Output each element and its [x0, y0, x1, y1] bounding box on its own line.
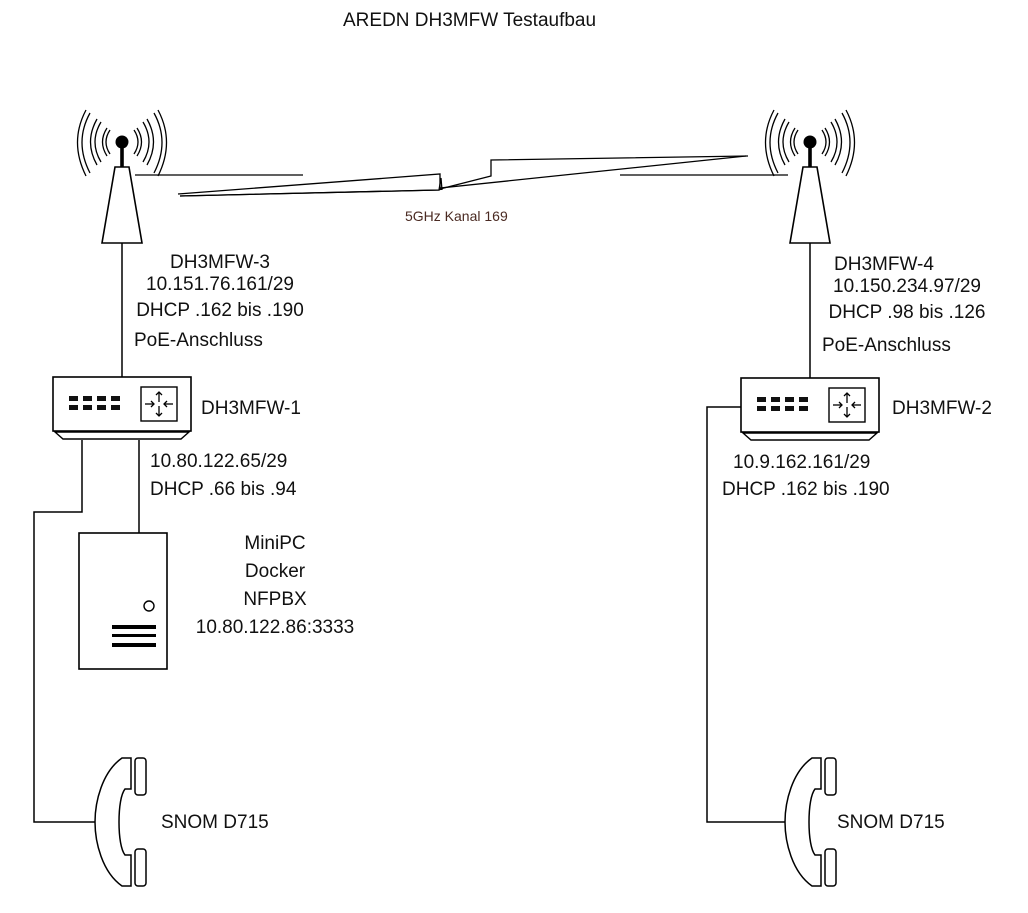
- server-line-3: NFPBX: [243, 589, 307, 610]
- connection-lines: [33, 243, 811, 823]
- ap-left-poe: PoE-Anschluss: [134, 330, 263, 351]
- wireless-link-bolt: [135, 155, 788, 197]
- ap-right-dhcp: DHCP .98 bis .126: [828, 302, 986, 323]
- diagram-title: AREDN DH3MFW Testaufbau: [343, 10, 597, 31]
- wireless-tower-icon: [76, 109, 168, 244]
- ap-left-name: DH3MFW-3: [170, 252, 270, 273]
- router-left-name: DH3MFW-1: [201, 398, 301, 419]
- router-left-dhcp: DHCP .66 bis .94: [150, 479, 297, 500]
- wireless-tower-icon: [764, 109, 856, 244]
- ap-right-name: DH3MFW-4: [834, 254, 934, 275]
- server-line-2: Docker: [244, 561, 306, 582]
- router-right-name: DH3MFW-2: [892, 398, 992, 419]
- router-right-ip: 10.9.162.161/29: [733, 452, 871, 473]
- server-line-1: MiniPC: [244, 533, 306, 554]
- server-labels: MiniPC Docker NFPBX 10.80.122.86:3333: [175, 533, 375, 645]
- telephone-handset-icon: [94, 757, 147, 887]
- router-switch-icon: [52, 376, 192, 440]
- phone-left-name: SNOM D715: [161, 812, 269, 833]
- ap-right-poe: PoE-Anschluss: [822, 335, 951, 356]
- router-left-ip: 10.80.122.65/29: [150, 451, 288, 472]
- ap-left-dhcp: DHCP .162 bis .190: [136, 300, 304, 321]
- wireless-link-label: 5GHz Kanal 169: [405, 208, 508, 224]
- router-switch-icon: [740, 377, 880, 441]
- phone-right-name: SNOM D715: [837, 812, 945, 833]
- ap-right-ip: 10.150.234.97/29: [833, 276, 981, 297]
- router-right-dhcp: DHCP .162 bis .190: [722, 479, 890, 500]
- ap-left-ip: 10.151.76.161/29: [146, 274, 294, 295]
- telephone-handset-icon: [784, 757, 837, 887]
- ap-left-labels: DH3MFW-3 10.151.76.161/29 DHCP .162 bis …: [130, 252, 310, 328]
- cable-router-to-phone-left: [33, 440, 98, 823]
- server-icon: [78, 532, 168, 670]
- cable-router-to-phone-right: [706, 406, 788, 823]
- server-line-4: 10.80.122.86:3333: [195, 617, 355, 638]
- ap-right-labels: DH3MFW-4 10.150.234.97/29 DHCP .98 bis .…: [817, 254, 997, 330]
